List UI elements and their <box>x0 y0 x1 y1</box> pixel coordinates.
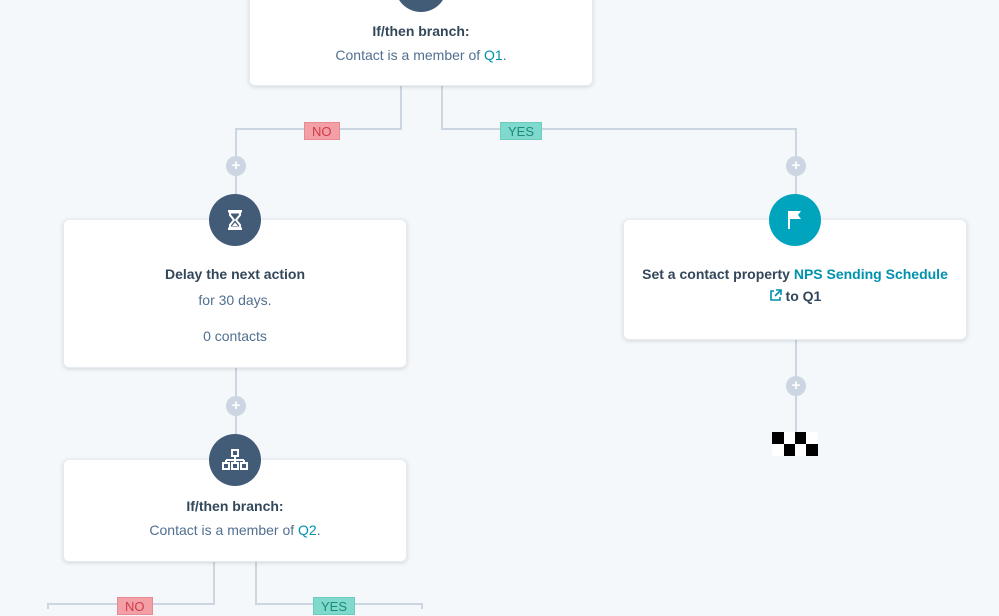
hourglass-icon <box>209 194 261 246</box>
workflow-end-icon <box>772 432 818 456</box>
yes-branch-label: YES <box>313 597 356 615</box>
set-property-text: Set a contact property NPS Sending Sched… <box>642 266 948 282</box>
delay-contacts-count[interactable]: 0 contacts <box>203 328 267 344</box>
if-then-branch-card-q2[interactable]: If/then branch: Contact is a member of Q… <box>63 459 407 562</box>
delay-title: Delay the next action <box>164 266 306 282</box>
flag-icon <box>769 194 821 246</box>
no-branch-label: NO <box>117 597 153 615</box>
external-link-icon[interactable] <box>769 289 782 305</box>
branch-icon <box>209 434 261 486</box>
add-action-button[interactable]: + <box>226 156 246 176</box>
branch-title: If/then branch: <box>186 498 284 514</box>
list-link-q1[interactable]: Q1 <box>484 47 503 63</box>
branch-description: Contact is a member of Q1. <box>335 47 507 63</box>
list-link-q2[interactable]: Q2 <box>298 522 317 538</box>
set-property-value: to Q1 <box>624 288 966 305</box>
branch-description: Contact is a member of Q2. <box>149 522 321 538</box>
add-action-button[interactable]: + <box>226 396 246 416</box>
yes-branch-label: YES <box>500 122 543 140</box>
property-link[interactable]: NPS Sending Schedule <box>793 266 948 282</box>
add-action-button[interactable]: + <box>786 156 806 176</box>
if-then-branch-card-q1[interactable]: If/then branch: Contact is a member of Q… <box>249 0 593 86</box>
branch-title: If/then branch: <box>372 23 470 39</box>
add-action-button[interactable]: + <box>786 376 806 396</box>
delay-duration: for 30 days. <box>198 292 272 308</box>
no-branch-label: NO <box>304 122 340 140</box>
